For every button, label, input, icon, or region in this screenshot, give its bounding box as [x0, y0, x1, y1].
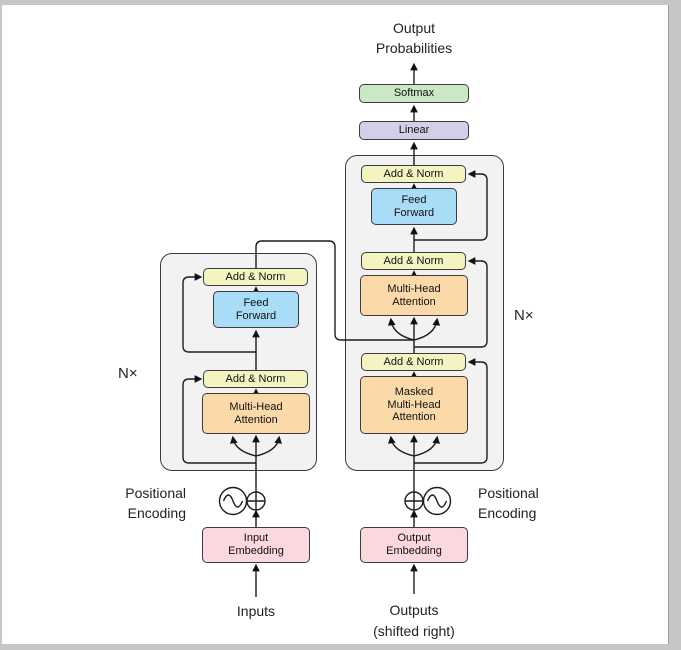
decoder-multi-head-attention-box: Multi-Head Attention	[360, 275, 468, 316]
encoder-repeat-label: N×	[118, 365, 138, 382]
encoder-feed-forward-box: Feed Forward	[213, 291, 299, 328]
output-embedding-box: Output Embedding	[360, 527, 468, 563]
decoder-add-norm-bottom-box: Add & Norm	[361, 353, 466, 371]
softmax-box: Softmax	[359, 84, 469, 103]
plus-circle-icon-left	[246, 491, 266, 511]
encoder-multi-head-attention-box: Multi-Head Attention	[202, 393, 310, 434]
positional-encoding-icons	[218, 486, 452, 516]
decoder-repeat-label: N×	[514, 307, 534, 324]
sine-wave-icon-left	[218, 486, 248, 516]
decoder-feed-forward-box: Feed Forward	[371, 188, 457, 225]
outputs-label: Outputs	[389, 602, 439, 618]
encoder-block	[160, 253, 317, 471]
output-probabilities-label: Output Probabilities	[375, 20, 453, 56]
positional-encoding-label-left: Positional Encoding	[125, 485, 186, 521]
encoder-arrows	[182, 240, 414, 597]
input-embedding-box: Input Embedding	[202, 527, 310, 563]
decoder-arrows	[387, 62, 488, 594]
positional-encoding-label-right: Positional Encoding	[478, 485, 539, 521]
encoder-add-norm-top-box: Add & Norm	[203, 268, 308, 286]
linear-box: Linear	[359, 121, 469, 140]
masked-multi-head-attention-box: Masked Multi-Head Attention	[360, 376, 468, 434]
decoder-add-norm-mid-box: Add & Norm	[361, 252, 466, 270]
sine-wave-icon-right	[422, 486, 452, 516]
inputs-label: Inputs	[236, 603, 276, 619]
decoder-add-norm-top-box: Add & Norm	[361, 165, 466, 183]
encoder-add-norm-bottom-box: Add & Norm	[203, 370, 308, 388]
plus-circle-icon-right	[404, 491, 424, 511]
shifted-right-label: (shifted right)	[373, 623, 455, 639]
